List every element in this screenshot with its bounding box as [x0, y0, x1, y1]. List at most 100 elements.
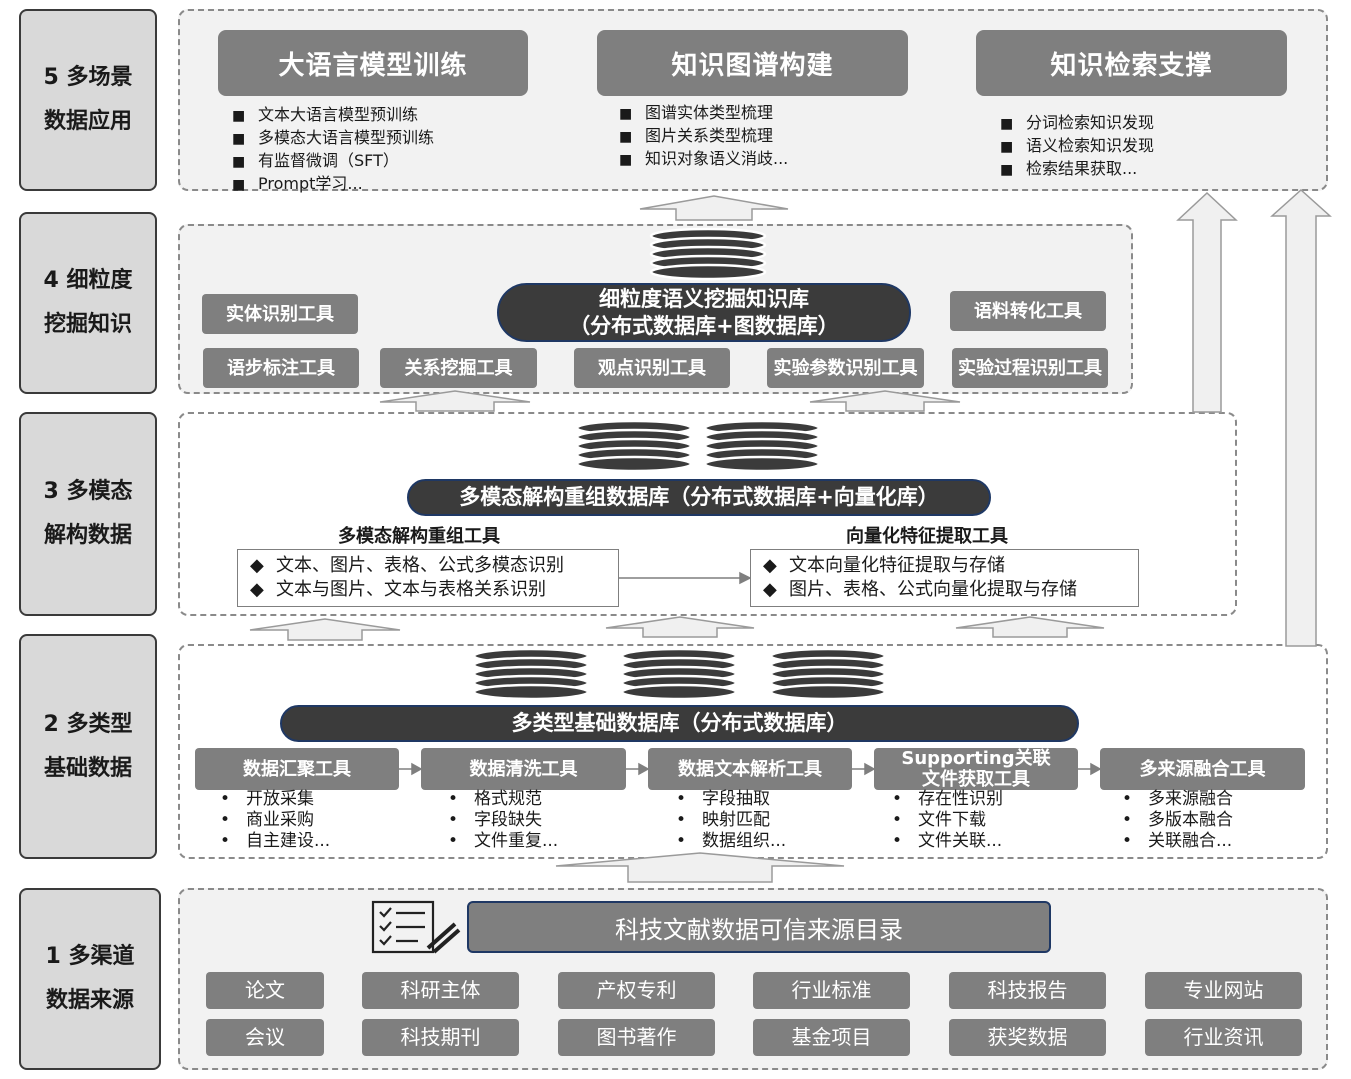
layer-label-5: 5 多场景 数据应用 [19, 9, 157, 191]
tool-list-supporting: 存在性识别 文件下载 文件关联... [892, 789, 1003, 852]
layer-title-line1: 多类型 [66, 711, 133, 737]
source-item: 科技报告 [949, 972, 1106, 1009]
tool-text-parsing: 数据文本解析工具 [648, 748, 852, 790]
list-item: 商业采购 [220, 810, 330, 831]
layer-label-4: 4 细粒度 挖掘知识 [19, 212, 157, 394]
app-title-knowledge-graph: 知识图谱构建 [597, 30, 908, 96]
database-icon [703, 419, 821, 473]
source-catalog-title: 科技文献数据可信来源目录 [467, 901, 1051, 953]
list-item: 文本、图片、表格、公式多模态识别 [250, 554, 606, 578]
database-icon [649, 227, 767, 281]
tool-list-fusion: 多来源融合 多版本融合 关联融合... [1122, 789, 1233, 852]
layer-number: 4 [43, 268, 59, 293]
tool-entity-recognition: 实体识别工具 [202, 294, 358, 334]
tool-relation-mining: 关系挖掘工具 [380, 348, 537, 388]
app-title-knowledge-retrieval: 知识检索支撑 [976, 30, 1287, 96]
list-item: 检索结果获取... [1000, 158, 1154, 181]
tool-experiment-process: 实验过程识别工具 [952, 348, 1108, 388]
list-item: 知识对象语义消歧... [619, 148, 788, 171]
source-item: 专业网站 [1145, 972, 1302, 1009]
chain-arrowhead [1090, 762, 1102, 776]
source-item: 科研主体 [362, 972, 519, 1009]
list-item: 文本大语言模型预训练 [232, 104, 434, 127]
chain-arrowhead [411, 762, 423, 776]
source-item: 图书著作 [558, 1019, 715, 1056]
vector-tool-box: 文本向量化特征提取与存储 图片、表格、公式向量化提取与存储 [750, 549, 1139, 607]
up-arrow [379, 390, 531, 412]
list-item: 开放采集 [220, 789, 330, 810]
source-item: 会议 [206, 1019, 324, 1056]
up-arrow [249, 618, 401, 641]
list-item: 图谱实体类型梳理 [619, 102, 788, 125]
source-item: 基金项目 [753, 1019, 910, 1056]
layer-title-line2: 数据来源 [45, 988, 134, 1013]
list-item: 字段缺失 [448, 810, 558, 831]
list-item: 关联融合... [1122, 831, 1233, 852]
list-item: 图片关系类型梳理 [619, 125, 788, 148]
layer-label-1: 1 多渠道 数据来源 [19, 888, 161, 1070]
checklist-icon [371, 900, 461, 954]
list-item: 文件关联... [892, 831, 1003, 852]
app-title-llm-training: 大语言模型训练 [218, 30, 528, 96]
tool-list-aggregation: 开放采集 商业采购 自主建设... [220, 789, 330, 852]
app-list-knowledge-retrieval: 分词检索知识发现 语义检索知识发现 检索结果获取... [1000, 112, 1154, 181]
up-arrow [1176, 191, 1238, 413]
database-icon [472, 647, 590, 701]
source-item: 行业资讯 [1145, 1019, 1302, 1056]
list-item: 映射匹配 [676, 810, 786, 831]
database-icon [620, 647, 738, 701]
list-item: 多来源融合 [1122, 789, 1233, 810]
vector-tool-heading: 向量化特征提取工具 [846, 526, 1008, 547]
layer-title-line1: 多渠道 [68, 944, 135, 969]
knowledge-database: 细粒度语义挖掘知识库 （分布式数据库+图数据库） [497, 283, 911, 342]
database-icon [575, 419, 693, 473]
up-arrow [605, 616, 755, 638]
source-item: 获奖数据 [949, 1019, 1106, 1056]
layer-title-line2: 数据应用 [43, 109, 132, 134]
tool-data-cleaning: 数据清洗工具 [421, 748, 626, 790]
database-icon [769, 647, 887, 701]
database-title-line2: （分布式数据库+图数据库） [569, 313, 839, 338]
layer-title-line1: 细粒度 [66, 268, 133, 293]
source-item: 产权专利 [558, 972, 715, 1009]
up-arrow [955, 616, 1105, 638]
tool-data-aggregation: 数据汇聚工具 [195, 748, 399, 790]
list-item: 分词检索知识发现 [1000, 112, 1154, 135]
layer-title-line1: 多模态 [66, 479, 133, 504]
list-item: 字段抽取 [676, 789, 786, 810]
list-item: 存在性识别 [892, 789, 1003, 810]
tool-opinion-recognition: 观点识别工具 [574, 348, 730, 388]
up-arrow [809, 390, 961, 412]
list-item: 有监督微调（SFT） [232, 150, 434, 173]
layer-title-line2: 基础数据 [43, 755, 132, 781]
up-arrow [555, 852, 845, 883]
list-item: 格式规范 [448, 789, 558, 810]
layer-title-line2: 挖掘知识 [43, 312, 132, 337]
layer-label-3: 3 多模态 解构数据 [19, 412, 157, 616]
list-item: 数据组织... [676, 831, 786, 852]
tool-experiment-parameter: 实验参数识别工具 [767, 348, 924, 388]
multimodal-tool-box: 文本、图片、表格、公式多模态识别 文本与图片、文本与表格关系识别 [237, 549, 619, 607]
list-item: 自主建设... [220, 831, 330, 852]
base-database: 多类型基础数据库（分布式数据库） [280, 705, 1079, 742]
list-item: 多版本融合 [1122, 810, 1233, 831]
layer-label-2: 2 多类型 基础数据 [19, 634, 157, 859]
source-item: 行业标准 [753, 972, 910, 1009]
list-item: 文件下载 [892, 810, 1003, 831]
tool-multi-source-fusion: 多来源融合工具 [1100, 748, 1305, 790]
list-item: 文本与图片、文本与表格关系识别 [250, 578, 606, 602]
layer-number: 3 [43, 479, 59, 504]
layer-title-line2: 解构数据 [43, 523, 132, 548]
multimodal-tool-heading: 多模态解构重组工具 [338, 526, 500, 547]
list-item: 多模态大语言模型预训练 [232, 127, 434, 150]
tool-supporting-file: Supporting关联文件获取工具 [874, 748, 1078, 790]
up-arrow [1270, 188, 1332, 647]
tool-corpus-conversion: 语料转化工具 [950, 291, 1106, 331]
source-item: 科技期刊 [362, 1019, 519, 1056]
tool-list-parsing: 字段抽取 映射匹配 数据组织... [676, 789, 786, 852]
list-item: Prompt学习... [232, 173, 434, 196]
chain-arrowhead [638, 762, 650, 776]
chain-arrowhead [864, 762, 876, 776]
database-title-line1: 细粒度语义挖掘知识库 [599, 286, 809, 311]
